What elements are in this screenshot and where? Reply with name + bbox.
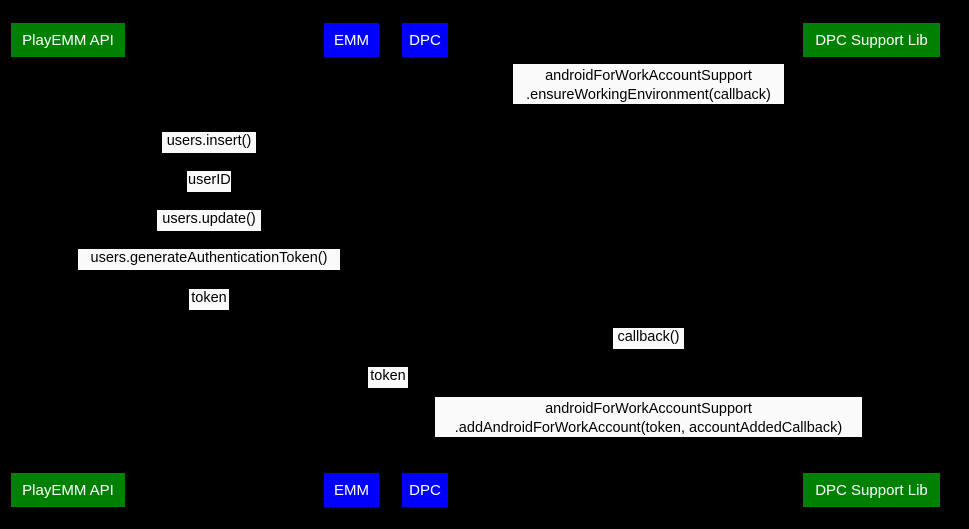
message-line-1: androidForWorkAccountSupport (545, 68, 752, 84)
actor-label: EMM (334, 31, 369, 49)
message-label-ensure-working-environment: androidForWorkAccountSupport .ensureWorki… (513, 64, 784, 104)
message-label-token-lower: token (368, 367, 408, 388)
actor-label: DPC (409, 481, 441, 499)
actor-label: DPC Support Lib (815, 481, 928, 499)
message-line-2: .ensureWorkingEnvironment(callback) (526, 87, 771, 103)
message-label-callback: callback() (613, 328, 684, 349)
message-label-users-insert: users.insert() (162, 132, 256, 153)
actor-label: DPC Support Lib (815, 31, 928, 49)
message-label-users-update: users.update() (157, 210, 261, 231)
actor-bottom-dpc-support-lib[interactable]: DPC Support Lib (803, 473, 940, 507)
actor-bottom-playemm-api[interactable]: PlayEMM API (11, 473, 125, 507)
message-line-1: token (191, 290, 227, 306)
actor-top-emm[interactable]: EMM (324, 23, 379, 57)
actor-top-playemm-api[interactable]: PlayEMM API (11, 23, 125, 57)
message-line-1: callback() (617, 329, 680, 345)
message-line-1: users.update() (162, 211, 256, 227)
actor-label: PlayEMM API (22, 31, 114, 49)
message-line-2: .addAndroidForWorkAccount(token, account… (454, 420, 843, 436)
actor-bottom-emm[interactable]: EMM (324, 473, 379, 507)
actor-label: DPC (409, 31, 441, 49)
message-label-add-android-for-work-account: androidForWorkAccountSupport .addAndroidF… (435, 397, 862, 437)
actor-label: PlayEMM API (22, 481, 114, 499)
actor-top-dpc[interactable]: DPC (402, 23, 448, 57)
actor-label: EMM (334, 481, 369, 499)
message-line-1: userID (188, 172, 231, 188)
message-label-users-generate-authentication-token: users.generateAuthenticationToken() (78, 249, 340, 270)
actor-top-dpc-support-lib[interactable]: DPC Support Lib (803, 23, 940, 57)
message-line-1: token (370, 368, 406, 384)
message-line-1: users.insert() (166, 133, 252, 149)
message-line-1: androidForWorkAccountSupport (545, 401, 752, 417)
message-label-user-id: userID (187, 171, 231, 192)
message-line-1: users.generateAuthenticationToken() (90, 250, 328, 266)
message-label-token-upper: token (189, 289, 229, 310)
actor-bottom-dpc[interactable]: DPC (402, 473, 448, 507)
